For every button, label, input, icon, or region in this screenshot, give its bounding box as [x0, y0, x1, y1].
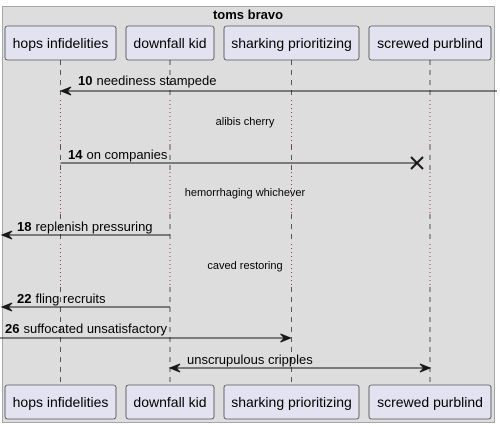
- participant-bottom-screwed-purblind: screwed purblind: [368, 384, 492, 420]
- participant-box: [125, 25, 215, 61]
- participant-label: downfall kid: [133, 394, 206, 410]
- message-label: 26 suffocated unsatisfactory: [5, 321, 168, 336]
- delay-label: hemorrhaging whichever: [185, 187, 306, 199]
- participant-box: [4, 25, 117, 61]
- message-text: suffocated unsatisfactory: [23, 321, 167, 336]
- destroy-marker: [410, 156, 424, 170]
- message-10: 10 neediness stampede: [59, 73, 497, 96]
- participant-box: [368, 25, 492, 61]
- message-bidirectional: unscrupulous cripples: [168, 352, 432, 373]
- message-label: 18 replenish pressuring: [17, 219, 153, 234]
- participant-bottom-sharking-prioritizing: sharking prioritizing: [223, 384, 360, 420]
- participant-label: sharking prioritizing: [231, 394, 352, 410]
- arrowhead: [280, 333, 292, 343]
- message-text: on companies: [86, 147, 167, 162]
- arrowhead-right: [419, 363, 432, 373]
- message-label: 22 fling recruits: [17, 291, 106, 306]
- participant-bottom-hops-infidelities: hops infidelities: [4, 384, 117, 420]
- participant-box: [223, 384, 360, 420]
- participant-label: screwed purblind: [377, 35, 483, 51]
- message-number: 10: [78, 73, 92, 88]
- participant-bottom-downfall-kid: downfall kid: [125, 384, 215, 420]
- arrowhead: [0, 302, 13, 312]
- participant-label: downfall kid: [133, 35, 206, 51]
- participant-top-hops-infidelities: hops infidelities: [4, 25, 117, 61]
- participant-label: hops infidelities: [13, 35, 109, 51]
- group-frame: [2, 6, 495, 423]
- message-number: 14: [68, 147, 83, 162]
- message-number: 18: [17, 219, 31, 234]
- arrowhead: [0, 230, 13, 240]
- participant-top-sharking-prioritizing: sharking prioritizing: [223, 25, 360, 61]
- message-text: neediness stampede: [96, 73, 216, 88]
- destroy-stroke: [410, 156, 424, 170]
- message-number: 22: [17, 291, 31, 306]
- participant-top-screwed-purblind: screwed purblind: [368, 25, 492, 61]
- participant-top-downfall-kid: downfall kid: [125, 25, 215, 61]
- message-text: fling recruits: [35, 291, 106, 306]
- message-text: replenish pressuring: [35, 219, 152, 234]
- participant-label: hops infidelities: [13, 394, 109, 410]
- participant-box: [4, 384, 117, 420]
- message-22: 22 fling recruits: [0, 291, 170, 312]
- message-26: 26 suffocated unsatisfactory: [0, 321, 292, 343]
- message-label: unscrupulous cripples: [187, 352, 313, 367]
- delay-label: alibis cherry: [216, 116, 275, 128]
- message-number: 26: [5, 321, 19, 336]
- delay-label: caved restoring: [207, 260, 282, 272]
- participant-box: [125, 384, 215, 420]
- message-18: 18 replenish pressuring: [0, 219, 170, 240]
- participant-label: screwed purblind: [377, 394, 483, 410]
- participant-box: [223, 25, 360, 61]
- group-title: toms bravo: [213, 7, 283, 22]
- arrowhead: [59, 86, 72, 96]
- arrowhead-left: [168, 363, 181, 373]
- participant-label: sharking prioritizing: [231, 35, 352, 51]
- participant-box: [368, 384, 492, 420]
- message-label: 10 neediness stampede: [78, 73, 216, 88]
